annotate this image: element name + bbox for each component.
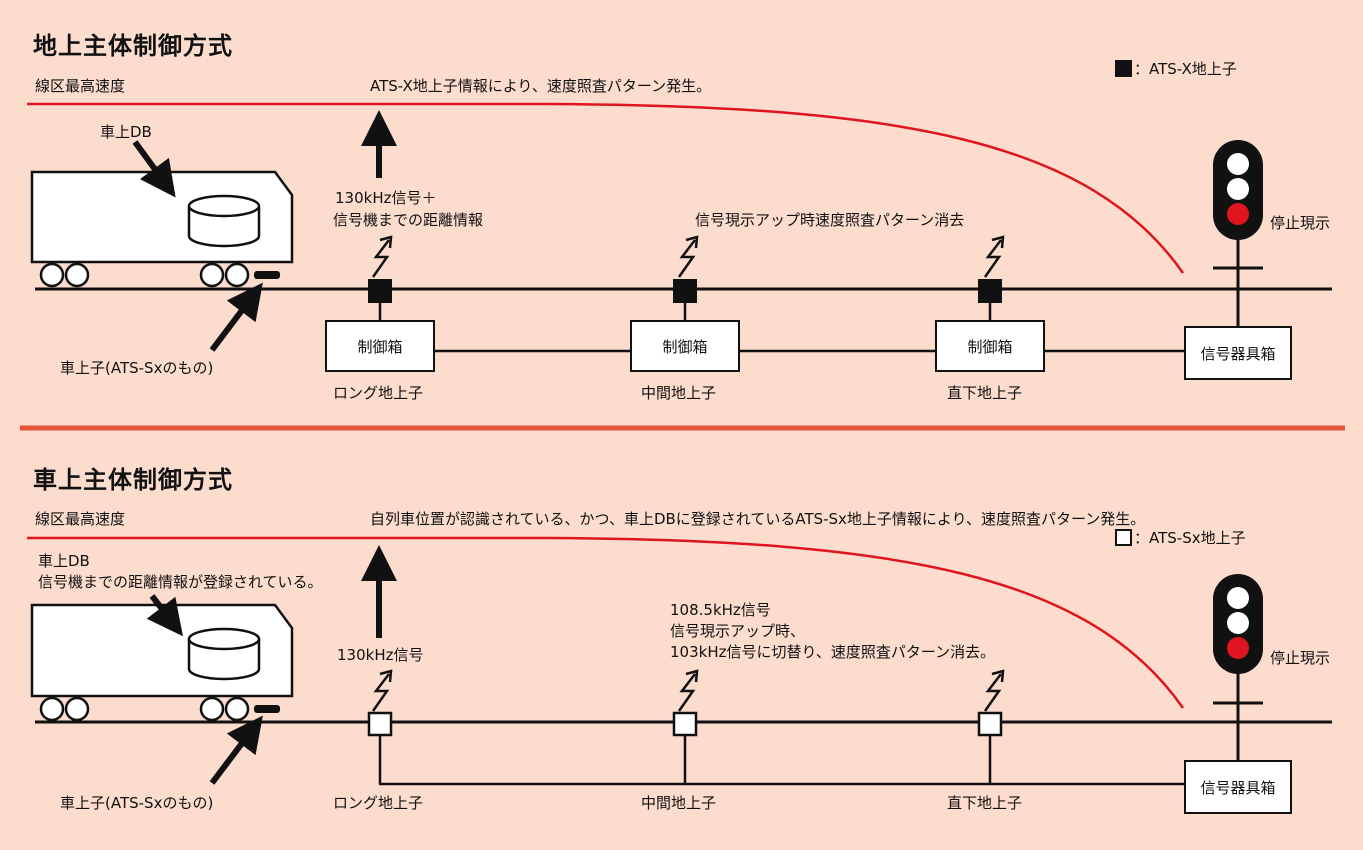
bottom-transponder-long-label: ロング地上子 — [333, 794, 424, 812]
bottom-signal-130-label: 130kHz信号 — [337, 646, 424, 664]
top-train — [30, 170, 294, 288]
top-legend-label: ：ATS-X地上子 — [1134, 60, 1237, 78]
filled-square-icon — [1115, 60, 1132, 77]
bottom-signal-equipment-box: 信号器具箱 — [1184, 760, 1292, 814]
bottom-freq-note-1: 108.5kHz信号 — [670, 601, 771, 619]
bottom-lightning-icon-1 — [371, 669, 393, 712]
top-signal-130-label: 130kHz信号＋ — [335, 189, 437, 207]
bottom-stop-aspect-label: 停止現示 — [1270, 649, 1331, 667]
top-section-title: 地上主体制御方式 — [33, 32, 233, 60]
bottom-signal-icon — [1213, 574, 1263, 760]
bottom-transponder-long — [367, 711, 393, 737]
top-transponder-long-label: ロング地上子 — [333, 384, 424, 402]
bottom-car-db-label: 車上DB — [38, 552, 90, 570]
top-car-db-arrow — [132, 140, 176, 198]
top-stop-aspect-label: 停止現示 — [1270, 214, 1331, 232]
top-control-box-3: 制御箱 — [935, 320, 1045, 372]
bottom-legend: ：ATS-Sx地上子 — [1115, 527, 1246, 548]
top-transponder-middle — [673, 279, 697, 303]
bottom-transponder-direct-label: 直下地上子 — [947, 794, 1023, 812]
top-db-cylinder-icon — [187, 194, 261, 248]
top-control-box-2: 制御箱 — [630, 320, 740, 372]
top-max-speed-label: 線区最高速度 — [35, 77, 126, 95]
bottom-train — [30, 603, 294, 722]
top-distance-info-label: 信号機までの距離情報 — [333, 211, 484, 229]
top-signal-equipment-box: 信号器具箱 — [1184, 326, 1292, 380]
bottom-lightning-icon-2 — [677, 669, 699, 712]
bottom-section-title: 車上主体制御方式 — [33, 466, 233, 494]
bottom-pattern-note: 自列車位置が認識されている、かつ、車上DBに登録されているATS-Sx地上子情報… — [370, 510, 1146, 528]
bottom-freq-note-3: 103kHz信号に切替り、速度照査パターン消去。 — [670, 643, 996, 661]
top-cancel-note: 信号現示アップ時速度照査パターン消去 — [695, 211, 965, 229]
top-transponder-middle-label: 中間地上子 — [641, 384, 717, 402]
top-onboard-arrow — [209, 282, 263, 352]
bottom-max-speed-label: 線区最高速度 — [35, 510, 126, 528]
bottom-car-db-arrow — [146, 594, 183, 637]
bottom-onboard-arrow — [209, 715, 263, 785]
top-legend: ：ATS-X地上子 — [1115, 58, 1237, 79]
bottom-db-cylinder-icon — [187, 627, 261, 681]
bottom-transponder-middle-label: 中間地上子 — [641, 794, 717, 812]
bottom-lightning-icon-3 — [983, 669, 1005, 712]
top-transponder-long — [368, 279, 392, 303]
top-pattern-note: ATS-X地上子情報により、速度照査パターン発生。 — [370, 77, 712, 95]
bottom-onboard-label: 車上子(ATS-Sxのもの) — [60, 794, 214, 812]
bottom-legend-label: ：ATS-Sx地上子 — [1134, 529, 1246, 547]
bottom-speed-pattern-curve — [27, 536, 1185, 709]
top-lightning-icon-3 — [983, 235, 1005, 278]
bottom-car-db-note: 信号機までの距離情報が登録されている。 — [38, 573, 323, 591]
top-transponder-direct — [978, 279, 1002, 303]
top-onboard-label: 車上子(ATS-Sxのもの) — [60, 359, 214, 377]
hollow-square-icon — [1115, 529, 1132, 546]
top-speed-pattern-curve — [27, 102, 1185, 274]
top-signal-icon — [1213, 140, 1263, 326]
top-car-db-label: 車上DB — [100, 123, 152, 141]
top-transponder-direct-label: 直下地上子 — [947, 384, 1023, 402]
bottom-transponder-middle — [672, 711, 698, 737]
top-lightning-icon-2 — [677, 235, 699, 278]
bottom-transponder-direct — [977, 711, 1003, 737]
bottom-freq-note-2: 信号現示アップ時、 — [670, 622, 806, 640]
top-control-box-1: 制御箱 — [325, 320, 435, 372]
top-lightning-icon-1 — [371, 235, 393, 278]
